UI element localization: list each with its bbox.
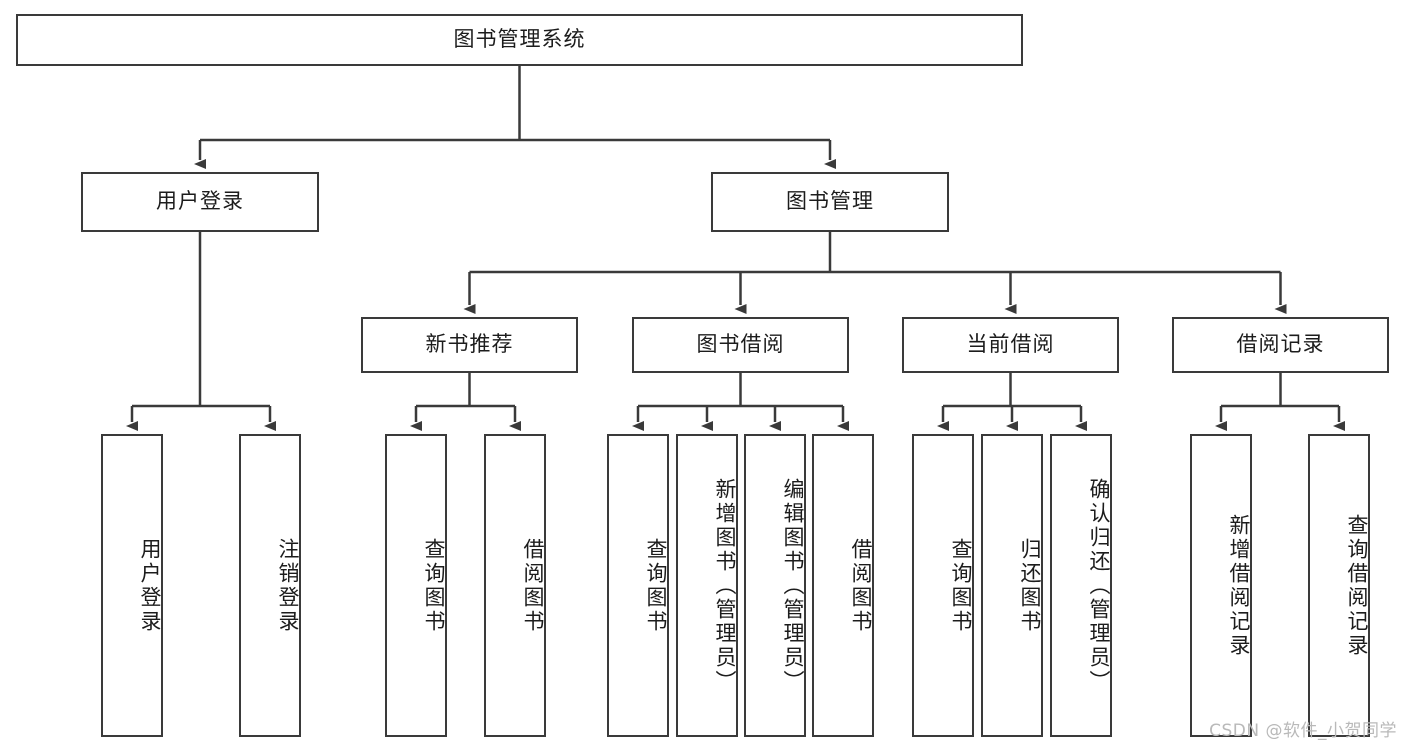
level2-node-box: 借阅记录 bbox=[1172, 317, 1389, 373]
leaf-node-box: 确认归还（管理员） bbox=[1050, 434, 1112, 737]
leaf-node-box: 借阅图书 bbox=[484, 434, 546, 737]
leaf-node-label: 查询借阅记录 bbox=[1345, 513, 1369, 658]
leaf-node-box: 新增借阅记录 bbox=[1190, 434, 1252, 737]
level2-node-label: 借阅记录 bbox=[1236, 332, 1325, 357]
leaf-node-box: 查询图书 bbox=[912, 434, 974, 737]
leaf-node-label: 查询图书 bbox=[949, 537, 973, 634]
level1-node-box: 用户登录 bbox=[81, 172, 319, 232]
leaf-node-box: 注销登录 bbox=[239, 434, 301, 737]
level2-node-box: 新书推荐 bbox=[361, 317, 578, 373]
level1-node-label: 用户登录 bbox=[156, 189, 244, 214]
leaf-node-label: 查询图书 bbox=[422, 537, 446, 634]
leaf-node-label: 用户登录 bbox=[138, 537, 162, 634]
leaf-node-box: 新增图书（管理员） bbox=[676, 434, 738, 737]
root-node-box: 图书管理系统 bbox=[16, 14, 1023, 66]
leaf-node-box: 归还图书 bbox=[981, 434, 1043, 737]
watermark-label: CSDN @软件_小贺同学 bbox=[1209, 721, 1397, 741]
level2-node-label: 当前借阅 bbox=[966, 332, 1055, 357]
leaf-node-box: 借阅图书 bbox=[812, 434, 874, 737]
leaf-node-label: 借阅图书 bbox=[849, 537, 873, 634]
level1-node-label: 图书管理 bbox=[786, 189, 874, 214]
leaf-node-box: 用户登录 bbox=[101, 434, 163, 737]
leaf-node-box: 查询图书 bbox=[385, 434, 447, 737]
leaf-node-label: 新增借阅记录 bbox=[1227, 513, 1251, 658]
leaf-node-label: 借阅图书 bbox=[521, 537, 545, 634]
leaf-node-box: 查询借阅记录 bbox=[1308, 434, 1370, 737]
level2-node-box: 当前借阅 bbox=[902, 317, 1119, 373]
level1-node-box: 图书管理 bbox=[711, 172, 949, 232]
leaf-node-label: 编辑图书（管理员） bbox=[781, 477, 805, 694]
level2-node-box: 图书借阅 bbox=[632, 317, 849, 373]
leaf-node-label: 新增图书（管理员） bbox=[713, 477, 737, 694]
leaf-node-label: 注销登录 bbox=[276, 537, 300, 634]
leaf-node-box: 查询图书 bbox=[607, 434, 669, 737]
level2-node-label: 图书借阅 bbox=[696, 332, 785, 357]
root-node-label: 图书管理系统 bbox=[453, 27, 586, 52]
leaf-node-label: 确认归还（管理员） bbox=[1087, 477, 1111, 694]
leaf-node-label: 归还图书 bbox=[1018, 537, 1042, 634]
leaf-node-label: 查询图书 bbox=[644, 537, 668, 634]
level2-node-label: 新书推荐 bbox=[425, 332, 514, 357]
leaf-node-box: 编辑图书（管理员） bbox=[744, 434, 806, 737]
